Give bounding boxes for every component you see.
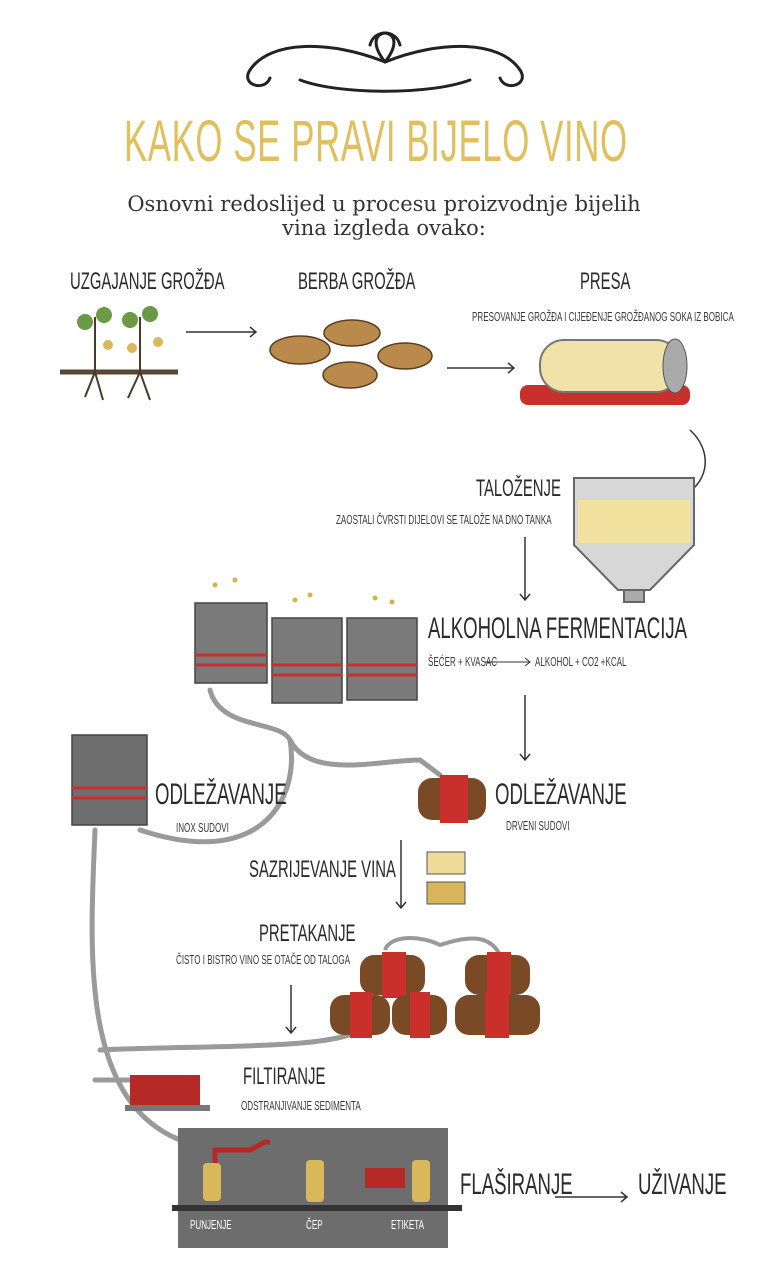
page-subtitle: Osnovni redoslijed u procesu proizvodnje… — [0, 192, 768, 240]
wooden-barrel-icon — [418, 775, 486, 823]
bottling-machine-icon — [172, 1128, 462, 1248]
step-filtriranje-label: Filtiranje — [243, 1063, 326, 1090]
step-filtriranje-desc: Odstranjivanje sedimenta — [241, 1098, 361, 1113]
subtitle-line: vina izgleda ovako: — [282, 216, 486, 240]
step-presa-desc: Presovanje grožđa i cijeđenje grožđanog … — [472, 309, 734, 324]
step-uzivanje-label: Uživanje — [638, 1168, 727, 1201]
station-etiketa: Etiketa — [391, 1217, 424, 1232]
step-sazrijevanje-label: Sazrijevanje vina — [249, 856, 396, 883]
page-title: KAKO SE PRAVI BIJELO VINO — [124, 109, 628, 174]
step-flasiranje-label: Flaširanje — [460, 1168, 573, 1201]
step-presa-label: Presa — [580, 268, 631, 295]
station-punjenje: Punjenje — [190, 1217, 232, 1232]
step-fermentacija-label: Alkoholna fermentacija — [428, 612, 688, 645]
flourish-ornament — [246, 31, 524, 93]
subtitle-line: Osnovni redoslijed u procesu proizvodnje… — [127, 192, 641, 216]
step-berba-label: Berba grožđa — [298, 268, 416, 295]
step-odlezavanje-drvo-label: Odležavanje — [495, 778, 627, 811]
step-pretakanje-desc: Čisto i bistro vino se otače od taloga — [176, 952, 351, 967]
step-odlezavanje-inox-label: Odležavanje — [155, 778, 287, 811]
step-uzgajanje-label: Uzgajanje grožđa — [70, 268, 225, 295]
fermentation-tanks-icon — [194, 577, 418, 704]
hoses — [89, 687, 443, 1143]
step-talozenje-desc: Zaostali čvrsti dijelovi se talože na dn… — [336, 512, 552, 527]
cork-icon — [426, 851, 466, 905]
fermentation-equation-left: Šećer + kvasac — [428, 654, 498, 669]
step-odlezavanje-drvo-desc: Drveni sudovi — [506, 818, 570, 833]
step-pretakanje-label: Pretakanje — [259, 920, 356, 947]
step-talozenje-label: Taloženje — [476, 475, 561, 502]
inox-tank-icon — [71, 734, 148, 826]
station-cep: Čep — [306, 1217, 323, 1232]
fermentation-equation-right: Alkohol + CO2 +kcal — [535, 654, 627, 669]
wine-press-icon — [520, 338, 690, 405]
settling-tank-icon — [573, 477, 695, 603]
filter-machine-icon — [125, 1075, 210, 1111]
step-odlezavanje-inox-desc: Inox sudovi — [176, 820, 229, 835]
barrels-stack-icon — [330, 936, 540, 1038]
vine-plants-icon — [60, 306, 178, 401]
grape-baskets-icon — [269, 319, 433, 389]
